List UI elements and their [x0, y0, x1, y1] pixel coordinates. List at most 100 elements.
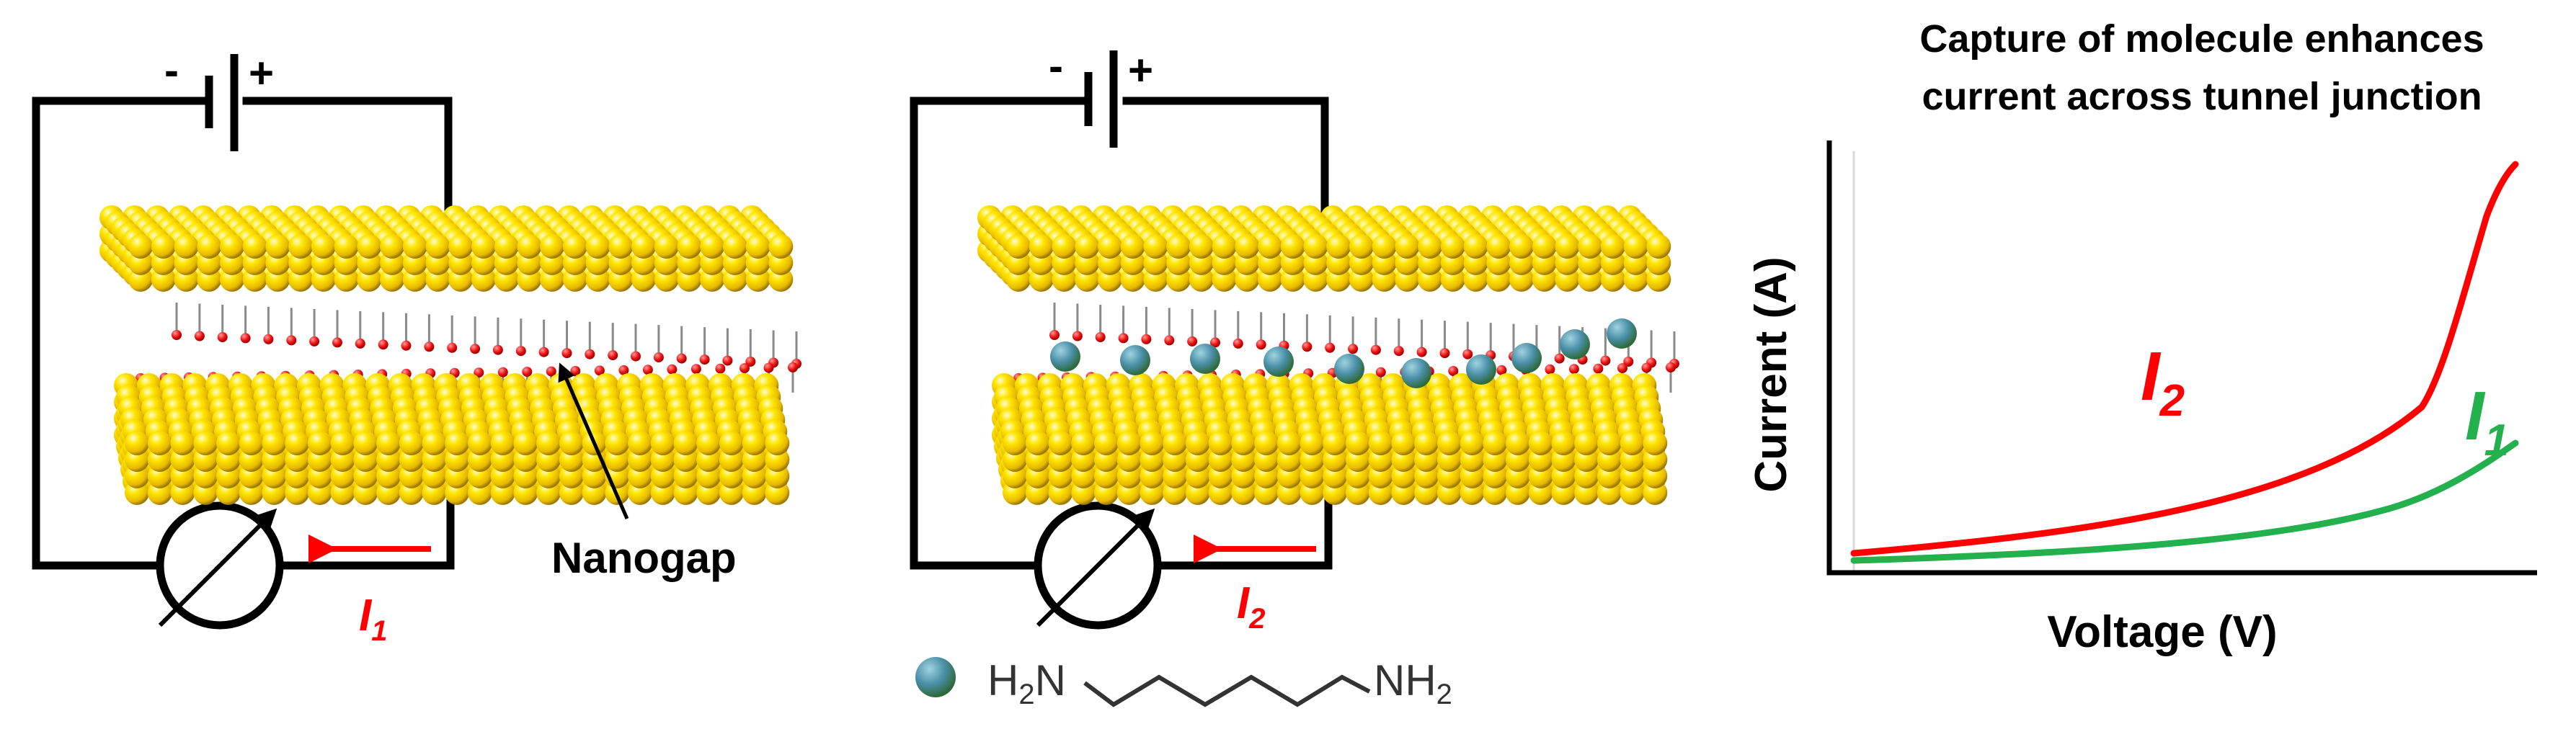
graph-panel: Capture of molecule enhances current acr… [1746, 17, 2537, 657]
ammeter-needle-arrow [158, 508, 277, 627]
panel-left: - + I1 Nanogap [32, 46, 801, 647]
gold-atom [1349, 234, 1374, 259]
linker-end-atom [309, 336, 320, 347]
gold-atom [242, 234, 267, 259]
gold-atom [402, 234, 427, 259]
linker-end-atom [378, 339, 388, 350]
formula-right-group: NH2 [1374, 656, 1452, 710]
gold-atom [1003, 431, 1027, 455]
linker-end-atom [763, 362, 774, 373]
linker-end-atom [1393, 346, 1404, 357]
molecule-ball-icon [915, 657, 956, 697]
gold-atom [125, 431, 149, 455]
gold-atom [1505, 431, 1530, 455]
linker-end-atom [585, 349, 595, 359]
gold-atom [1578, 234, 1603, 259]
graph-title-line2: current across tunnel junction [1922, 75, 2482, 118]
gold-atom [1300, 431, 1325, 455]
gold-atom [1463, 234, 1488, 259]
gold-atom [448, 234, 474, 259]
battery-plus-sign: + [249, 49, 274, 97]
gold-atom [239, 431, 264, 455]
nanogap-pointer-arrow [558, 362, 629, 519]
linker-end-atom [1641, 362, 1652, 373]
gold-atom [1006, 234, 1031, 259]
gold-atom [654, 234, 679, 259]
gold-electrodes-middle [977, 205, 1679, 505]
captured-molecule [1334, 354, 1364, 384]
linker-end-atom [447, 342, 458, 353]
gold-atom [1052, 234, 1077, 259]
gold-atom [673, 431, 698, 455]
linker-end-atom [263, 334, 274, 344]
curve-i2 [1850, 161, 2519, 557]
gold-atom [1440, 234, 1465, 259]
gold-atom [1620, 431, 1645, 455]
gold-atom [147, 431, 172, 455]
gold-atom [1048, 431, 1073, 455]
gold-atom [513, 431, 538, 455]
graph-x-axis-label: Voltage (V) [2047, 607, 2277, 657]
linker-end-atom [1141, 334, 1152, 344]
battery-minus-sign: - [164, 46, 179, 94]
graph-axes [1826, 140, 2537, 576]
linker-end-atom [1187, 336, 1198, 347]
gold-atom [1212, 234, 1237, 259]
carbon-chain-bonds [1083, 674, 1371, 707]
gold-atom [1555, 234, 1580, 259]
linker-end-atom [240, 333, 251, 344]
gold-atom [1235, 234, 1260, 259]
gold-atom [1166, 234, 1191, 259]
ammeter-needle-arrow [1036, 508, 1155, 627]
gold-atom [719, 431, 744, 455]
gold-atom [1436, 431, 1462, 455]
gold-atom [151, 234, 176, 259]
captured-molecule [1607, 318, 1637, 349]
linker-end-atom [172, 330, 182, 340]
gold-atom [1532, 234, 1557, 259]
current-label-middle: I2 [1237, 578, 1265, 635]
battery-middle: - + [1049, 42, 1153, 148]
gold-atom [650, 431, 675, 455]
gold-atom [517, 234, 542, 259]
gold-atom [1276, 431, 1302, 455]
linker-end-atom [722, 355, 733, 366]
linker-end-atom [1462, 349, 1473, 359]
gold-atom [1574, 431, 1599, 455]
gold-atom [677, 234, 702, 259]
gold-atom [1483, 431, 1508, 455]
linker-end-atom [1233, 338, 1243, 349]
gold-atom [334, 234, 359, 259]
linker-end-atom [217, 332, 228, 342]
gold-atom [1646, 234, 1671, 259]
curve-label-i1: I1 [2465, 377, 2509, 465]
gold-atom [1600, 234, 1625, 259]
linker-end-atom [401, 340, 412, 351]
linker-end-atom [631, 351, 641, 362]
gold-atom [1323, 431, 1348, 455]
graph-title-line1: Capture of molecule enhances [1919, 17, 2484, 61]
linker-end-atom [1600, 355, 1611, 366]
linker-end-atom [745, 357, 756, 367]
gold-atom [197, 234, 222, 259]
linker-end-atom [1416, 347, 1427, 357]
gold-atom [262, 431, 287, 455]
gold-atom [559, 431, 584, 455]
captured-molecule [1511, 343, 1542, 373]
linker-end-atom [194, 331, 205, 341]
captured-molecule [1263, 347, 1294, 377]
gold-atom [1254, 431, 1279, 455]
captured-molecule [1560, 329, 1590, 359]
linker-end-atom [424, 341, 435, 352]
gold-atom [605, 431, 630, 455]
ammeter-middle [1034, 501, 1162, 630]
linker-end-atom [1049, 330, 1060, 340]
gold-atom [376, 431, 401, 455]
gold-atom [445, 431, 470, 455]
gold-atom [1326, 234, 1351, 259]
gold-atom [330, 431, 355, 455]
linker-end-atom [1623, 357, 1634, 367]
gold-atom [399, 431, 424, 455]
captured-molecule [1466, 354, 1496, 385]
gold-atom [357, 234, 382, 259]
